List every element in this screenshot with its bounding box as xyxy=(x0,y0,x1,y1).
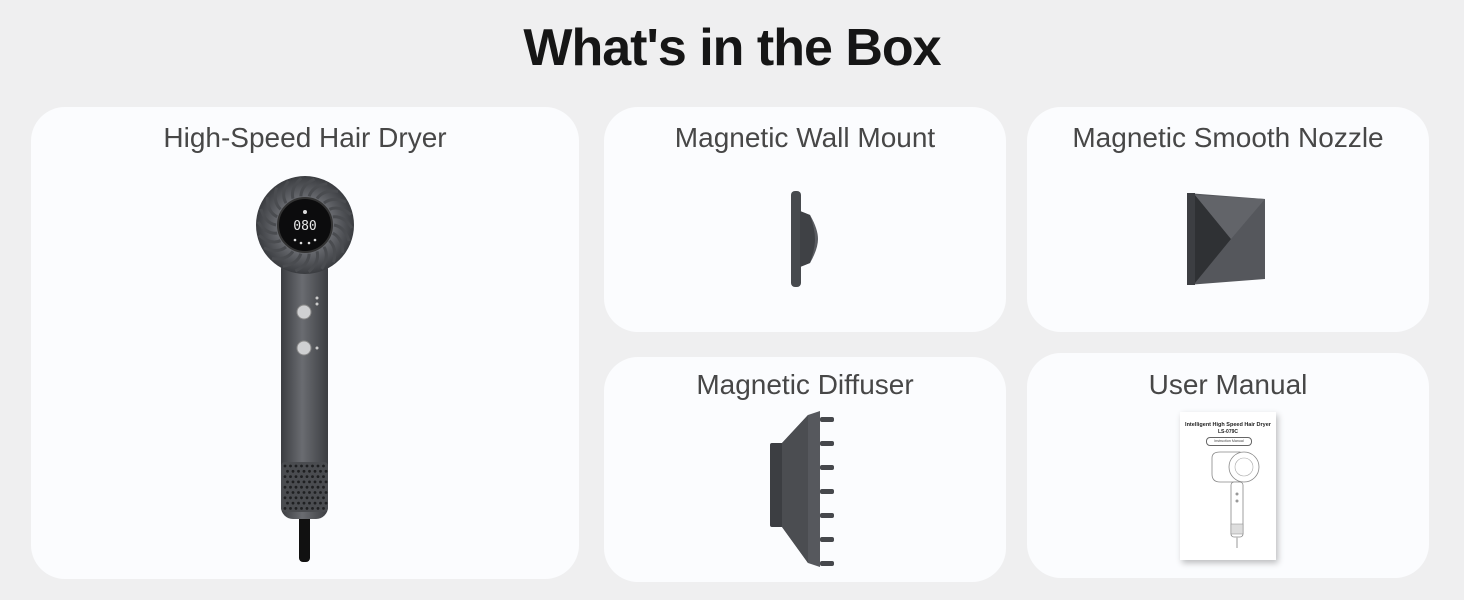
dryer-display-readout: 080 xyxy=(293,219,316,234)
card-diffuser: Magnetic Diffuser xyxy=(604,357,1006,582)
card-wall-mount: Magnetic Wall Mount xyxy=(604,107,1006,332)
page-title: What's in the Box xyxy=(523,19,941,77)
manual-pill: Instruction Manual xyxy=(1206,437,1252,446)
hair-dryer-icon: 080 xyxy=(256,176,354,562)
card-user-manual: User Manual Intelligent High Speed Hair … xyxy=(1027,353,1429,578)
manual-dryer-drawing xyxy=(1211,451,1260,548)
wall-mount-icon xyxy=(791,191,818,287)
card-smooth-nozzle: Magnetic Smooth Nozzle xyxy=(1027,107,1429,332)
card-label-hair-dryer: High-Speed Hair Dryer xyxy=(163,122,447,153)
card-label-diffuser: Magnetic Diffuser xyxy=(696,369,914,400)
user-manual-icon: Intelligent High Speed Hair Dryer LS-079… xyxy=(1180,412,1276,560)
manual-title: Intelligent High Speed Hair Dryer xyxy=(1185,422,1271,428)
manual-model: LS-079C xyxy=(1217,429,1238,435)
card-label-smooth-nozzle: Magnetic Smooth Nozzle xyxy=(1072,122,1384,153)
card-label-wall-mount: Magnetic Wall Mount xyxy=(674,122,936,153)
card-hair-dryer: High-Speed Hair Dryer 080 xyxy=(31,107,579,579)
diffuser-icon xyxy=(770,411,834,567)
smooth-nozzle-icon xyxy=(1187,193,1265,285)
card-label-user-manual: User Manual xyxy=(1148,369,1308,400)
